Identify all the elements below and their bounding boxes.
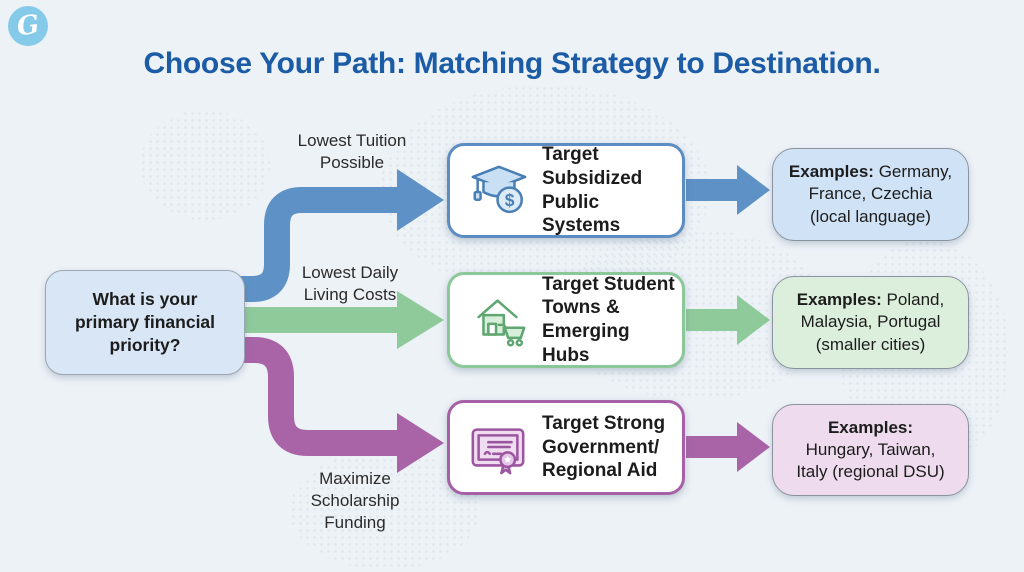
decision-node: What is your primary financial priority? bbox=[45, 270, 245, 375]
branch-label-lowest-living-costs: Lowest Daily Living Costs bbox=[301, 263, 399, 304]
house-cart-icon bbox=[477, 299, 526, 347]
examples-text: Examples: Hungary, Taiwan, Italy (region… bbox=[796, 417, 945, 482]
examples-label: Examples: bbox=[788, 162, 874, 182]
strategy-node-subsidized-public: $ Target Subsidized Public Systems bbox=[447, 143, 685, 238]
page-title: Choose Your Path: Matching Strategy to D… bbox=[143, 47, 881, 80]
strategy-text: Target Student Towns & Emerging Hubs bbox=[542, 273, 675, 366]
brand-logo: G bbox=[8, 6, 48, 46]
examples-node-purple: Examples: Hungary, Taiwan, Italy (region… bbox=[772, 404, 969, 496]
strategy-node-government-aid: Target Strong Government/ Regional Aid bbox=[447, 400, 685, 495]
blue-branch-arrow bbox=[232, 165, 770, 302]
strategy-text: Target Subsidized Public Systems bbox=[542, 144, 643, 237]
svg-text:$: $ bbox=[505, 190, 515, 210]
background-dot-texture bbox=[140, 110, 270, 220]
examples-label: Examples: bbox=[827, 417, 914, 437]
strategy-node-student-towns: Target Student Towns & Emerging Hubs bbox=[447, 272, 685, 368]
graduation-cap-dollar-icon: $ bbox=[471, 165, 527, 213]
green-branch-arrow bbox=[232, 291, 770, 349]
examples-node-blue: Examples: Germany, France, Czechia (loca… bbox=[772, 148, 969, 241]
examples-label: Examples: bbox=[796, 290, 882, 310]
brand-logo-glyph: G bbox=[14, 9, 42, 43]
certificate-award-icon bbox=[471, 427, 525, 474]
purple-branch-arrow bbox=[232, 337, 770, 473]
strategy-text: Target Strong Government/ Regional Aid bbox=[542, 413, 666, 482]
examples-node-green: Examples: Poland, Malaysia, Portugal (sm… bbox=[772, 276, 969, 369]
branch-label-maximize-scholarship: Maximize Scholarship Funding bbox=[310, 469, 400, 532]
examples-text: Examples: Germany, France, Czechia (loca… bbox=[788, 162, 953, 226]
branch-label-lowest-tuition: Lowest Tuition Possible bbox=[297, 131, 407, 172]
examples-text: Examples: Poland, Malaysia, Portugal (sm… bbox=[796, 290, 945, 354]
